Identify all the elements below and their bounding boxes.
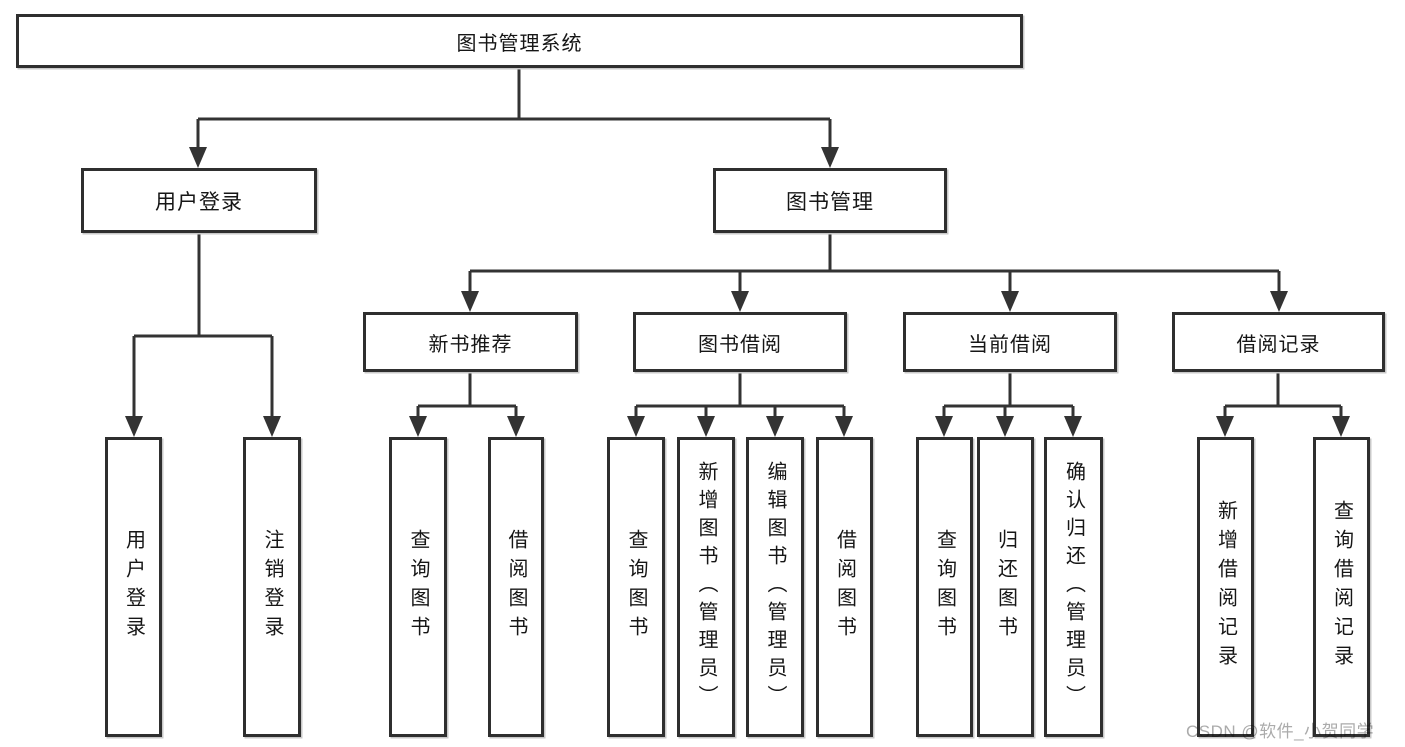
- node-book-borrowing: 图书借阅: [633, 312, 847, 372]
- node-user-login: 用户登录: [81, 168, 317, 233]
- arrowhead-icons: [125, 147, 1350, 437]
- node-current-borrowing: 当前借阅: [903, 312, 1117, 372]
- node-bb-borrow-books: 借阅图书: [816, 437, 873, 737]
- node-br-query-borrow-record: 查询借阅记录: [1313, 437, 1370, 737]
- node-library-management-system: 图书管理系统: [16, 14, 1023, 68]
- node-book-management: 图书管理: [713, 168, 947, 233]
- node-cb-return-books: 归还图书: [977, 437, 1034, 737]
- node-borrowing-records: 借阅记录: [1172, 312, 1385, 372]
- csdn-watermark: CSDN @软件_小贺同学: [1186, 722, 1375, 741]
- node-bb-query-books: 查询图书: [607, 437, 665, 737]
- node-cb-confirm-return-admin: 确认归还（管理员）: [1044, 437, 1103, 737]
- node-new-book-recommendation: 新书推荐: [363, 312, 578, 372]
- node-bb-edit-books-admin: 编辑图书（管理员）: [746, 437, 804, 737]
- node-logout: 注销登录: [243, 437, 301, 737]
- node-user-login-leaf: 用户登录: [105, 437, 162, 737]
- node-nbr-borrow-books: 借阅图书: [488, 437, 544, 737]
- node-br-add-borrow-record: 新增借阅记录: [1197, 437, 1254, 737]
- node-cb-query-books: 查询图书: [916, 437, 973, 737]
- node-bb-add-books-admin: 新增图书（管理员）: [677, 437, 735, 737]
- node-nbr-query-books: 查询图书: [389, 437, 447, 737]
